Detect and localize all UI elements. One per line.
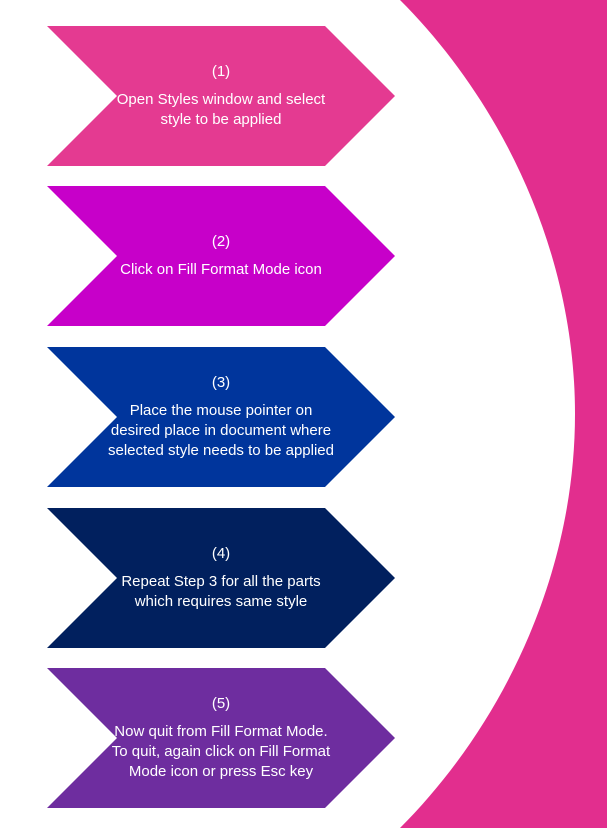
step-1-number: (1) bbox=[211, 63, 231, 80]
chevron-1-fill bbox=[47, 26, 395, 166]
chevron-2-fill bbox=[47, 186, 395, 326]
step-2-text-block: (2) Click on Fill Format Mode icon bbox=[107, 186, 335, 326]
step-4-description: Repeat Step 3 for all the parts which re… bbox=[121, 573, 321, 610]
chevron-3-fill bbox=[47, 347, 395, 487]
chevron-arrow-shape bbox=[47, 508, 395, 648]
step-3-description: Place the mouse pointer on desired place… bbox=[108, 402, 334, 459]
step-4-number: (4) bbox=[211, 545, 231, 562]
chevron-4-fill bbox=[47, 508, 395, 648]
step-2-number: (2) bbox=[211, 233, 231, 250]
chevron-arrow-shape bbox=[47, 26, 395, 166]
chevron-5-fill bbox=[47, 668, 395, 808]
step-4-text-block: (4) Repeat Step 3 for all the parts whic… bbox=[107, 508, 335, 648]
step-5: (5) Now quit from Fill Format Mode. To q… bbox=[47, 668, 395, 808]
step-1: (1) Open Styles window and select style … bbox=[47, 26, 395, 166]
step-2: (2) Click on Fill Format Mode icon bbox=[47, 186, 395, 326]
step-1-text-block: (1) Open Styles window and select style … bbox=[107, 26, 335, 166]
step-3-number: (3) bbox=[211, 374, 231, 391]
chevron-arrow-shape bbox=[47, 186, 395, 326]
step-5-description: Now quit from Fill Format Mode. To quit,… bbox=[111, 723, 331, 780]
step-5-text-block: (5) Now quit from Fill Format Mode. To q… bbox=[107, 668, 335, 808]
arc-band bbox=[400, 0, 607, 828]
step-3: (3) Place the mouse pointer on desired p… bbox=[47, 347, 395, 487]
step-2-description: Click on Fill Format Mode icon bbox=[120, 261, 322, 278]
step-5-number: (5) bbox=[211, 695, 231, 712]
step-3-text-block: (3) Place the mouse pointer on desired p… bbox=[107, 347, 335, 487]
step-4: (4) Repeat Step 3 for all the parts whic… bbox=[47, 508, 395, 648]
chevron-arrow-shape bbox=[47, 668, 395, 808]
chevron-arrow-shape bbox=[47, 347, 395, 487]
step-1-description: Open Styles window and select style to b… bbox=[116, 91, 326, 128]
